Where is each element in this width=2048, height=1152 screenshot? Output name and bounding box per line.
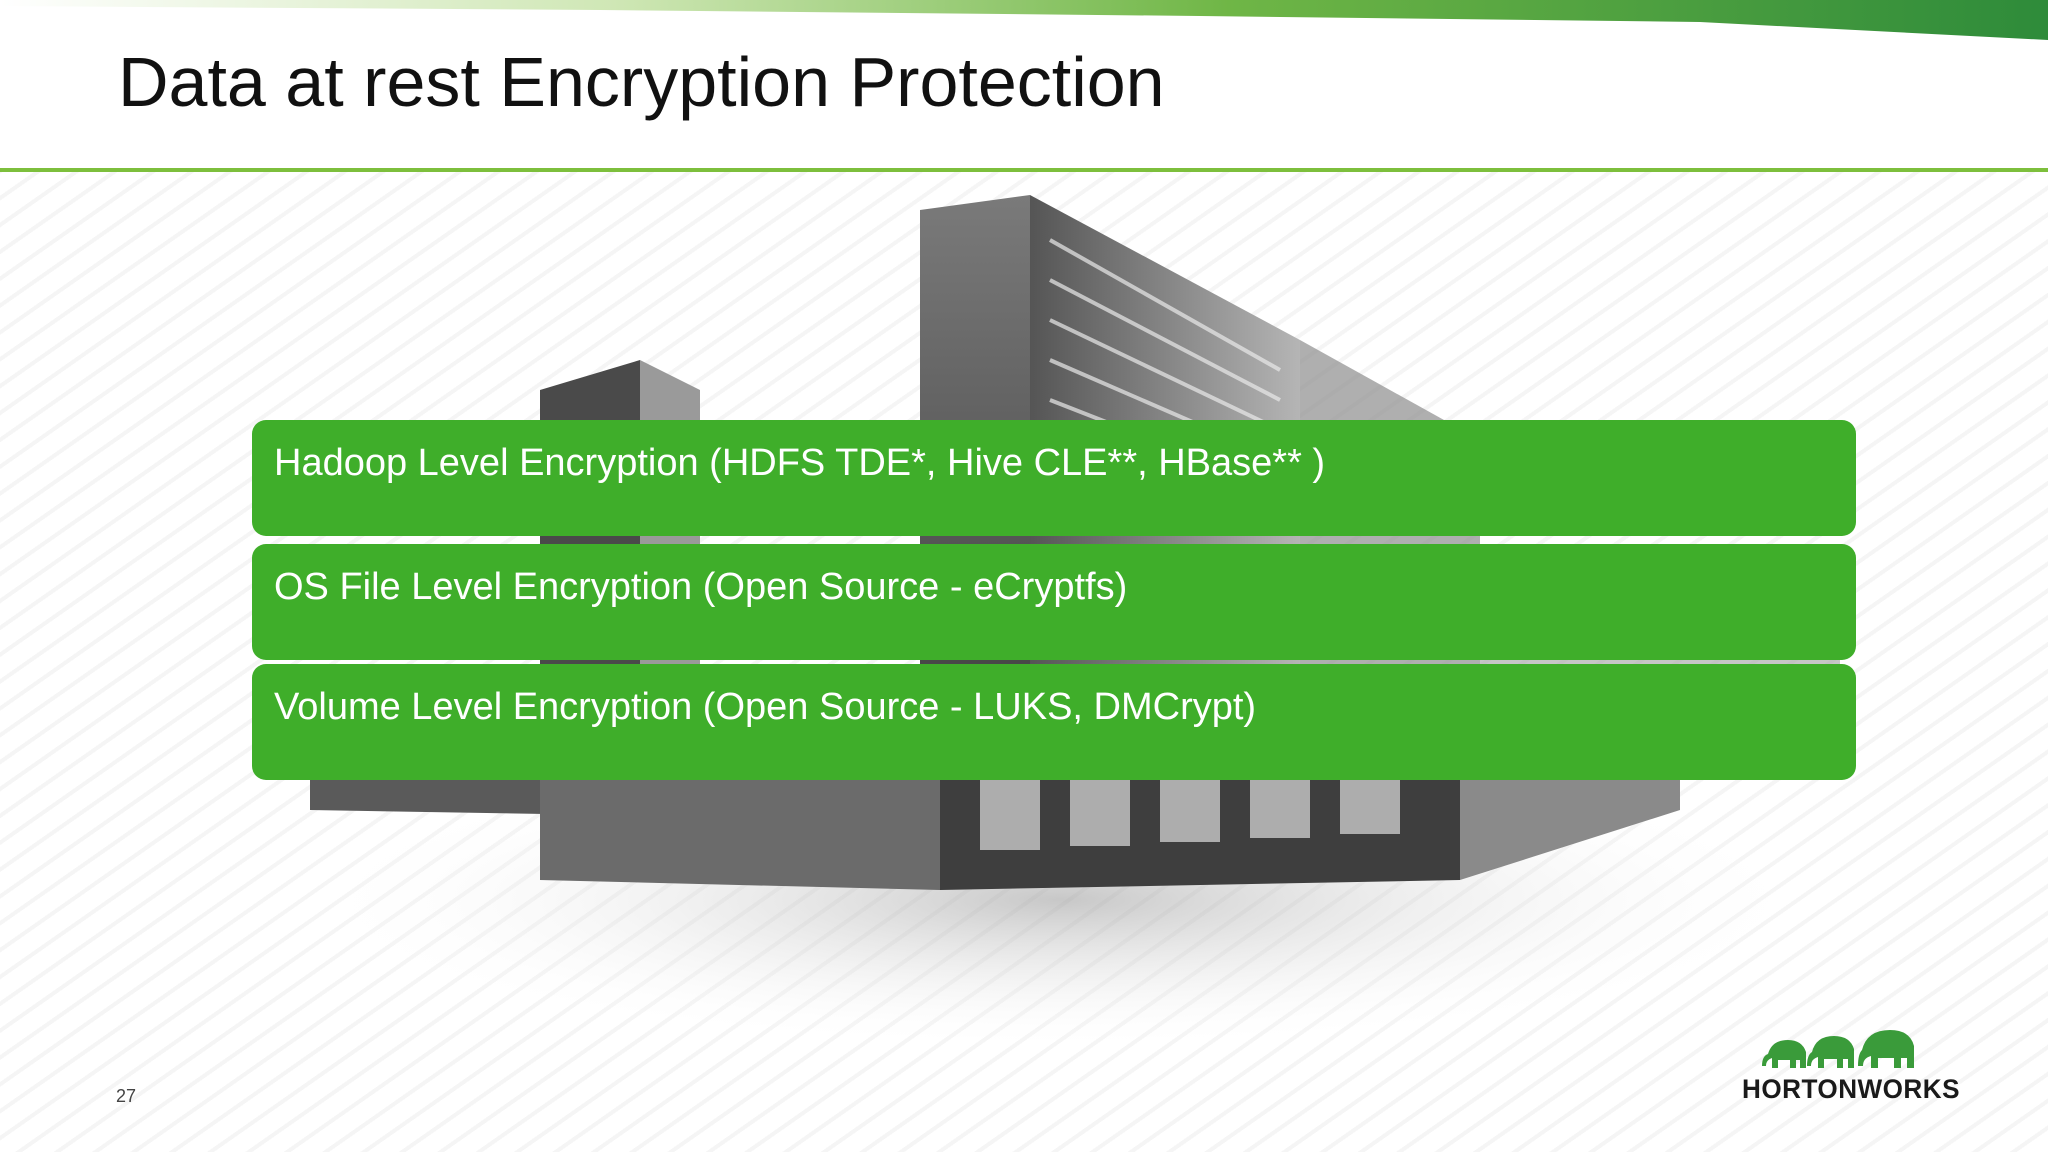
logo-text: HORTONWORKS <box>1742 1074 1960 1104</box>
hortonworks-logo: HORTONWORKS <box>1742 1030 1960 1104</box>
layer-label: Hadoop Level Encryption (HDFS TDE*, Hive… <box>274 442 1326 484</box>
top-gradient-band <box>0 0 2048 40</box>
slide-title: Data at rest Encryption Protection <box>118 43 1165 121</box>
elephants-logo-icon <box>1762 1030 1914 1068</box>
layer-label: OS File Level Encryption (Open Source - … <box>274 566 1128 608</box>
layer-bar-os-file: OS File Level Encryption (Open Source - … <box>252 544 1856 660</box>
title-divider <box>0 168 2048 172</box>
layer-label: Volume Level Encryption (Open Source - L… <box>274 686 1257 728</box>
layer-bar-volume: Volume Level Encryption (Open Source - L… <box>252 664 1856 780</box>
layer-bar-hadoop: Hadoop Level Encryption (HDFS TDE*, Hive… <box>252 420 1856 536</box>
page-number: 27 <box>116 1086 137 1106</box>
